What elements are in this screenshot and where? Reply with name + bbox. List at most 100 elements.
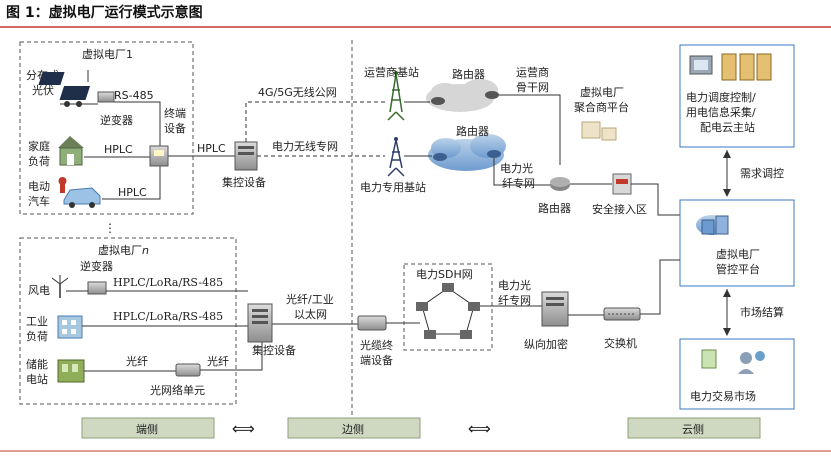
- onu-icon: [175, 363, 201, 377]
- vppn-title-n: n: [142, 244, 149, 257]
- hplc-main-label: HPLC: [197, 142, 226, 155]
- industry-label-2: 负荷: [26, 329, 48, 343]
- vppn-title-main: 虚拟电厂: [98, 243, 142, 257]
- band-arrow-2: ⟺: [468, 419, 491, 438]
- concentrator-top-icon: [234, 141, 258, 171]
- aggregator-label-2: 聚合商平台: [574, 100, 629, 114]
- storage-label-2: 电站: [26, 372, 48, 386]
- power-tower-icon: [387, 137, 405, 177]
- fiber-right-line: [200, 342, 263, 371]
- terminal-label-2: 设备: [164, 121, 186, 135]
- vppn-inverter-icon: [87, 281, 107, 295]
- router-bottom-label: 路由器: [538, 201, 571, 215]
- inverter-label: 逆变器: [100, 113, 133, 127]
- concentrator-bottom-icon: [247, 303, 273, 343]
- encryption-device-icon: [541, 291, 569, 327]
- security-platform-line: [631, 183, 682, 216]
- vppn-title: 虚拟电厂n: [98, 243, 149, 257]
- home-label-1: 家庭: [28, 139, 50, 153]
- home-label-2: 负荷: [28, 154, 50, 168]
- ev-label-2: 汽车: [28, 194, 50, 208]
- band-edge-label: 端侧: [136, 423, 158, 436]
- storage-label-1: 储能: [26, 357, 48, 371]
- switch-platform-line: [640, 259, 680, 315]
- vpp-platform-icon: [696, 215, 729, 235]
- security-access-icon: [612, 173, 632, 195]
- vpp-dots: ⋮: [104, 221, 116, 235]
- vpp1-title: 虚拟电厂1: [82, 47, 133, 61]
- power-station-label: 电力专用基站: [360, 180, 426, 194]
- link-power-wireless-label: 电力无线专网: [272, 139, 338, 153]
- band-cloud-label: 云侧: [682, 423, 704, 436]
- inverter-icon: [97, 91, 115, 103]
- vpp-platform-box: [679, 199, 795, 287]
- factory-icon: [57, 315, 83, 339]
- storage-station-icon: [57, 359, 85, 383]
- carrier-tower-icon: [387, 71, 405, 121]
- fiber-left-label: 光纤: [126, 354, 148, 368]
- industry-label-1: 工业: [26, 315, 48, 328]
- fiber-bottom-label-2: 纤专网: [498, 293, 531, 307]
- sdh-label: 电力SDH网: [416, 268, 473, 281]
- market-settlement-label: 市场结算: [740, 305, 784, 319]
- vpp-platform-label-2: 管控平台: [716, 262, 760, 276]
- solar-panel-icon: [38, 70, 98, 107]
- router-bottom-icon: [550, 177, 570, 191]
- band-edge: [81, 417, 215, 439]
- router-mid-right-icon: [487, 150, 501, 158]
- market-box: [679, 338, 795, 410]
- band-border: [287, 417, 421, 439]
- wind-turbine-icon: [51, 275, 69, 298]
- vppn-inverter-label: 逆变器: [80, 259, 113, 273]
- encryption-label: 纵向加密: [524, 337, 568, 351]
- dispatch-label-1: 电力调度控制/: [686, 90, 756, 104]
- router-mid-left-icon: [433, 153, 447, 161]
- switch-label: 交换机: [604, 336, 637, 350]
- vpp-platform-label-1: 虚拟电厂: [716, 247, 760, 261]
- router-top-label: 路由器: [452, 67, 485, 81]
- fiber-top-label-1: 电力光: [500, 161, 533, 175]
- market-people-icon: [701, 349, 765, 374]
- hplc-home-label: HPLC: [104, 143, 133, 156]
- vppn-box: [19, 237, 237, 405]
- market-label: 电力交易市场: [690, 389, 756, 403]
- concentrator-top-label: 集控设备: [222, 175, 266, 189]
- dispatch-label-3: 配电云主站: [700, 120, 755, 134]
- band-border-label: 边侧: [342, 423, 364, 436]
- aggregator-platform-icon: [581, 121, 617, 141]
- rs485-label: RS-485: [114, 89, 154, 102]
- band-cloud: [627, 417, 761, 439]
- ethernet-label-2: 以太网: [294, 308, 327, 321]
- band-arrow-1: ⟺: [232, 419, 255, 438]
- link-4g5g-line: [245, 101, 385, 142]
- switch-icon: [603, 307, 641, 321]
- hplc-ev-line: [102, 165, 161, 200]
- concentrator-bottom-label: 集控设备: [252, 343, 296, 357]
- terminal-label-1: 终端: [164, 106, 186, 120]
- house-icon: [58, 136, 84, 166]
- security-access-label: 安全接入区: [592, 202, 647, 216]
- carrier-backbone-label-2: 骨干网: [516, 81, 549, 94]
- ev-label-1: 电动: [28, 180, 50, 193]
- electric-car-icon: [58, 177, 101, 208]
- wind-link-label: HPLC/LoRa/RS-485: [113, 276, 223, 289]
- terminal-device-icon: [149, 145, 169, 167]
- fiber-top-line: [493, 158, 552, 186]
- router-mid-label: 路由器: [456, 124, 489, 138]
- vpp1-box: [19, 41, 194, 215]
- industry-link-label: HPLC/LoRa/RS-485: [113, 310, 223, 323]
- router-top-right-icon: [485, 91, 499, 99]
- hplc-ev-label: HPLC: [118, 186, 147, 199]
- router-top-left-icon: [431, 97, 445, 105]
- carrier-backbone-line: [499, 94, 561, 165]
- onu-label: 光网络单元: [150, 383, 205, 397]
- olt-label-2: 端设备: [360, 353, 393, 367]
- ethernet-label-1: 光纤/工业: [286, 292, 334, 306]
- dispatch-servers-icon: [689, 53, 772, 81]
- demand-response-label: 需求调控: [740, 166, 784, 180]
- power-cloud-icon: [428, 134, 506, 171]
- fiber-top-label-2: 纤专网: [502, 176, 535, 190]
- aggregator-label-1: 虚拟电厂: [580, 85, 624, 99]
